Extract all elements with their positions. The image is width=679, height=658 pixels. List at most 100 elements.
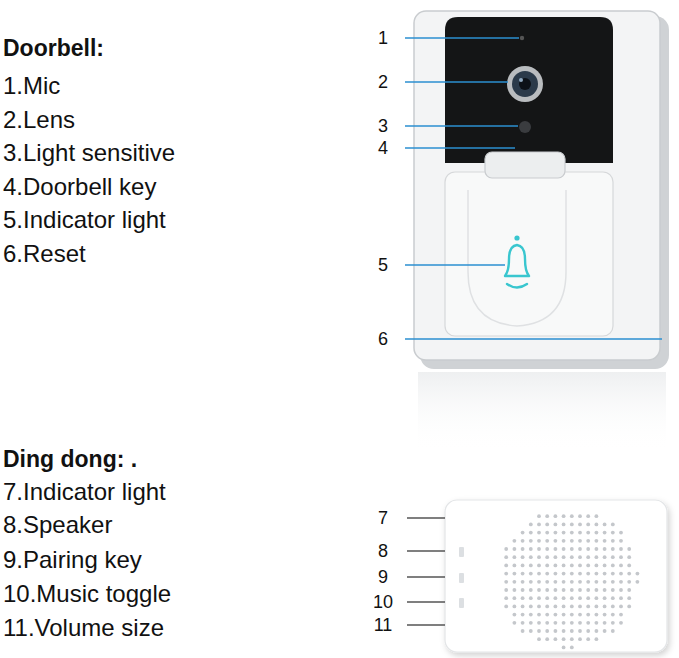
grille-hole [578,531,582,535]
grille-hole [595,605,599,609]
leader-line [405,37,519,38]
grille-hole [627,605,631,609]
grille-hole [619,531,623,535]
grille-hole [578,523,582,527]
grille-hole [570,514,574,518]
grille-hole [554,539,558,543]
grille-hole [537,588,541,592]
grille-hole [513,588,517,592]
grille-hole [570,531,574,535]
grille-hole [578,588,582,592]
grille-hole [570,539,574,543]
grille-hole [562,523,566,527]
grille-hole [513,539,517,543]
grille-hole [578,564,582,568]
grille-hole [521,621,525,625]
housing-front [414,11,660,360]
grille-hole [521,588,525,592]
grille-hole [545,523,549,527]
grille-hole [529,572,533,576]
grille-hole [513,580,517,584]
grille-hole [627,555,631,559]
grille-hole [545,531,549,535]
grille-hole [619,596,623,600]
grille-hole [627,596,631,600]
grille-hole [545,637,549,641]
grille-hole [545,564,549,568]
part-label: 1.Mic [3,72,60,100]
callout-number: 10 [373,592,393,613]
grille-hole [554,564,558,568]
grille-hole [545,621,549,625]
grille-hole [529,629,533,633]
side-button [459,573,464,583]
bell-icon [505,245,529,276]
grille-hole [603,564,607,568]
part-label: 5.Indicator light [3,206,166,234]
callout-number: 5 [378,255,388,276]
grille-hole [513,555,517,559]
grille-hole [513,547,517,551]
grille-hole [537,547,541,551]
grille-hole [578,605,582,609]
grille-hole [611,588,615,592]
grille-hole [545,605,549,609]
part-label: 10.Music toggle [3,580,171,608]
grille-hole [603,613,607,617]
grille-hole [578,539,582,543]
grille-hole [586,539,590,543]
grille-hole [595,547,599,551]
grille-hole [603,572,607,576]
grille-hole [545,580,549,584]
grille-hole [570,605,574,609]
grille-hole [562,514,566,518]
grille-hole [562,580,566,584]
grille-hole [595,580,599,584]
grille-hole [570,580,574,584]
grille-hole [578,621,582,625]
grille-hole [611,539,615,543]
grille-hole [529,531,533,535]
part-label: 9.Pairing key [3,546,142,574]
grille-hole [627,564,631,568]
grille-hole [603,588,607,592]
grille-hole [545,596,549,600]
grille-hole [529,555,533,559]
grille-hole [537,572,541,576]
grille-hole [529,621,533,625]
grille-hole [521,629,525,633]
grille-hole [554,629,558,633]
grille-hole [570,637,574,641]
grille-hole [521,613,525,617]
grille-hole [586,637,590,641]
lens [512,71,538,97]
grille-hole [537,531,541,535]
grille-hole [595,621,599,625]
grille-hole [586,572,590,576]
grille-hole [586,596,590,600]
leader-line [405,264,505,265]
section-heading: Ding dong: . [3,446,137,472]
grille-hole [529,580,533,584]
grille-hole [619,613,623,617]
part-label: 3.Light sensitive [3,139,175,167]
grille-hole [554,572,558,576]
part-label: 11.Volume size [3,614,164,642]
leader-line [405,147,515,148]
grille-hole [562,605,566,609]
grille-hole [578,580,582,584]
grille-hole [537,514,541,518]
grille-hole [554,605,558,609]
grille-hole [611,523,615,527]
grille-hole [537,629,541,633]
grille-hole [586,547,590,551]
grille-hole [586,531,590,535]
grille-hole [586,555,590,559]
grille-hole [521,547,525,551]
grille-hole [529,547,533,551]
grille-hole [554,613,558,617]
grille-hole [513,564,517,568]
grille-hole [504,564,508,568]
callout-number: 3 [378,116,388,137]
grille-hole [545,572,549,576]
